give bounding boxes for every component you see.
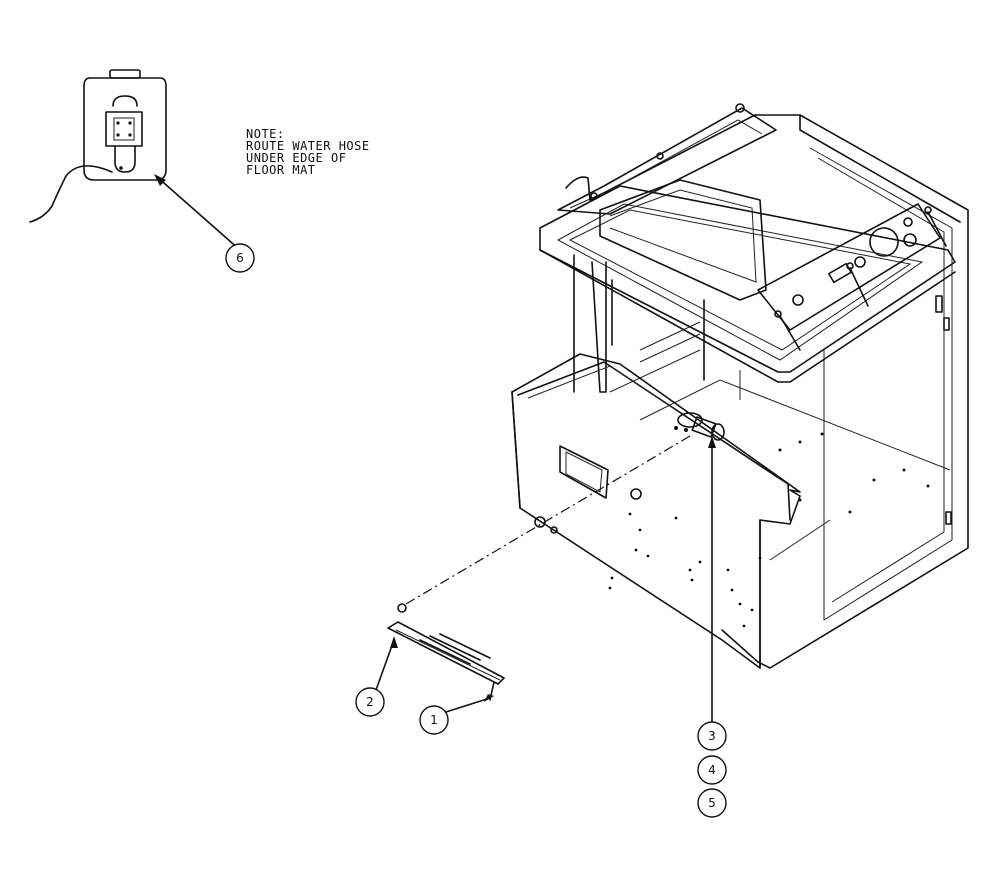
callout-3: 3 [697,721,727,751]
spray-wand [387,603,505,701]
assembly-centerline [405,435,691,605]
leader-6 [155,175,241,251]
leader-1 [445,697,491,713]
note-line: UNDER EDGE OF [246,151,347,165]
machine-cabinet [511,103,969,669]
callout-2-label: 2 [366,695,374,709]
water-tank [29,69,167,223]
callout-2: 2 [355,687,385,717]
callout-1: 1 [419,705,449,735]
note-line: NOTE: [246,127,285,141]
callout-5: 5 [697,788,727,818]
routing-note: NOTE: ROUTE WATER HOSE UNDER EDGE OF FLO… [246,128,370,176]
callout-5-label: 5 [708,796,716,810]
callout-6-label: 6 [236,251,244,265]
callout-1-label: 1 [430,713,438,727]
callout-4: 4 [697,755,727,785]
callout-4-label: 4 [708,763,716,777]
callout-6: 6 [225,243,255,273]
callout-3-label: 3 [708,729,716,743]
note-line: FLOOR MAT [246,163,316,177]
note-line: ROUTE WATER HOSE [246,139,370,153]
leader-2 [375,639,395,691]
